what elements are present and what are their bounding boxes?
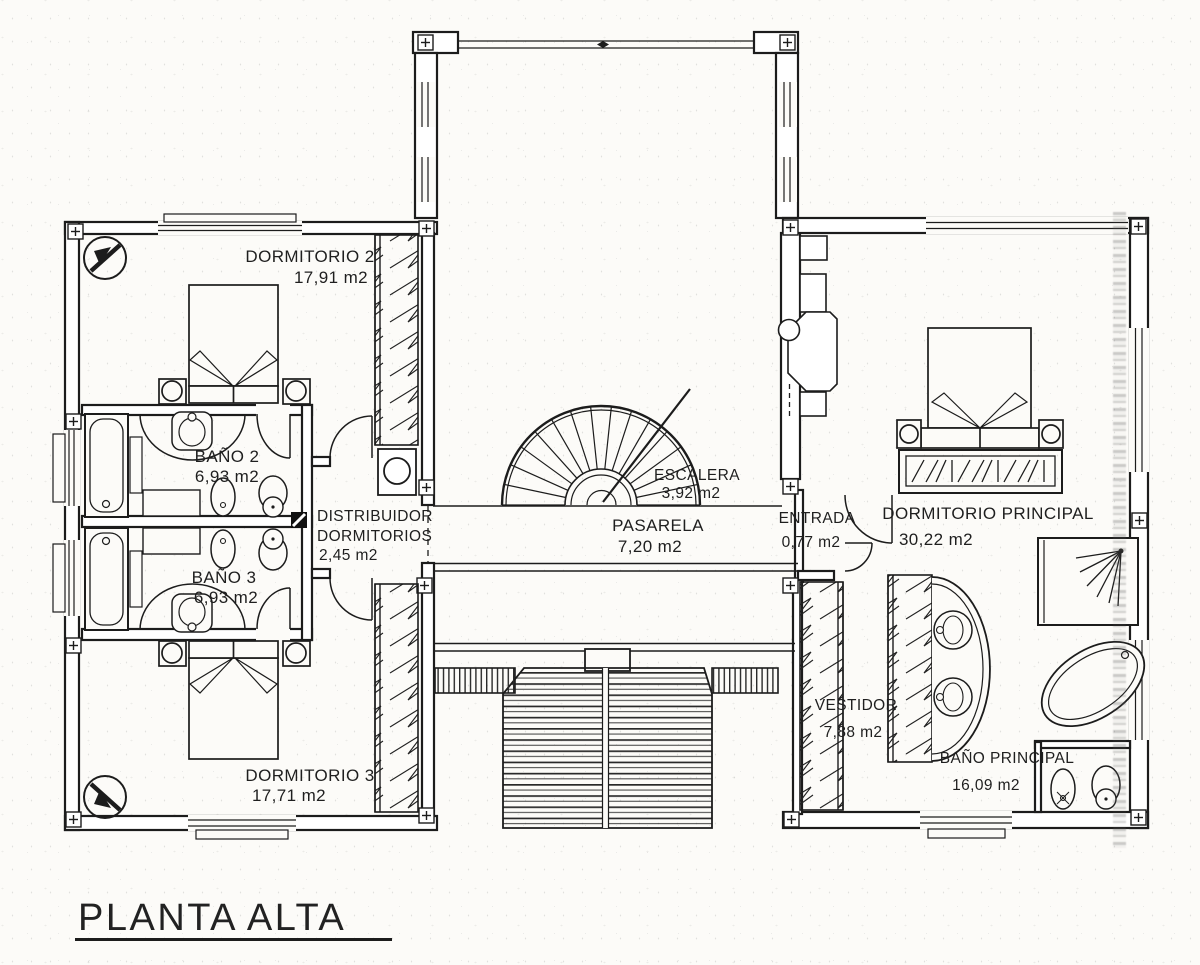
ceiling-symbol-dormitorio-3 xyxy=(83,775,127,819)
label-pasarela-area: 7,20 m2 xyxy=(618,537,682,556)
door-entrada-vestidor xyxy=(844,542,873,572)
wall-wc-compartment-north xyxy=(1033,739,1132,750)
label-bano-principal-area: 16,09 m2 xyxy=(952,777,1020,794)
window-sill xyxy=(52,433,66,503)
sink-bano-2 xyxy=(139,411,246,461)
label-dormitorio-principal-name: DORMITORIO PRINCIPAL xyxy=(882,504,1093,523)
label-vestidor-area: 7,88 m2 xyxy=(824,724,883,741)
title-underline xyxy=(75,938,392,941)
wardrobe-dormitorio-3 xyxy=(374,583,419,813)
door-openings xyxy=(256,403,290,642)
shower-spray-icon xyxy=(1075,548,1124,607)
label-dormitorio-3-name: DORMITORIO 3 xyxy=(245,766,374,785)
label-dormitorio-2-area: 17,91 m2 xyxy=(294,268,368,287)
bench-hatching xyxy=(911,459,1045,483)
shower-tray xyxy=(1037,537,1139,626)
ceiling-symbol-dormitorio-2 xyxy=(83,236,127,280)
bidet-bano-2 xyxy=(210,477,236,517)
toilet-bano-principal xyxy=(1091,765,1121,810)
sink-bano-3 xyxy=(139,583,246,633)
spiral-staircase xyxy=(500,388,702,506)
toilet-bano-2 xyxy=(258,475,288,518)
closet-distribuidor xyxy=(377,448,417,496)
sink-double-1 xyxy=(933,610,973,650)
wall-wc-compartment-west xyxy=(1033,740,1043,814)
label-dormitorio-3-area: 17,71 m2 xyxy=(252,786,326,805)
wall-stub-distribuidor-south xyxy=(310,567,332,580)
label-bano-3-area: 6,93 m2 xyxy=(194,588,258,607)
label-distribuidor-area: 2,45 m2 xyxy=(319,547,378,564)
bano-3-fixtures xyxy=(84,527,288,633)
vanity-cabinet xyxy=(142,489,201,517)
tub-drain xyxy=(1120,650,1130,660)
page-title: PLANTA ALTA xyxy=(78,897,346,939)
bano-2-fixtures xyxy=(84,411,288,518)
wall-corridor-east-lower xyxy=(420,561,436,818)
label-distribuidor-line1: DISTRIBUIDOR xyxy=(317,508,433,525)
label-distribuidor-line2: DORMITORIOS xyxy=(317,528,432,545)
label-bano-3-name: BAÑO 3 xyxy=(192,568,257,587)
pergola-roof xyxy=(434,667,779,829)
label-bano-principal-name: BAÑO PRINCIPAL xyxy=(940,750,1075,767)
bano-principal-fixtures xyxy=(931,537,1146,810)
wall-corridor-east-upper xyxy=(420,231,436,507)
label-pasarela-name: PASARELA xyxy=(612,516,704,535)
label-bano-2-name: BAÑO 2 xyxy=(195,447,260,466)
chimney-flue xyxy=(777,235,838,417)
window-sill xyxy=(163,213,297,223)
doors xyxy=(256,413,893,630)
drawing-title-block: PLANTA ALTA xyxy=(75,897,392,941)
vanity-cabinet xyxy=(142,527,201,555)
label-entrada-area: 0,77 m2 xyxy=(782,534,841,551)
label-dormitorio-principal-area: 30,22 m2 xyxy=(899,530,973,549)
sink-double-2 xyxy=(933,677,973,717)
vent-duct xyxy=(291,512,307,528)
wall-left-wing-west xyxy=(63,220,81,832)
corner-plus-markers xyxy=(65,34,1148,828)
window-sill xyxy=(927,828,1006,839)
room-labels: DORMITORIO 2 17,91 m2 BAÑO 2 6,93 m2 BAÑ… xyxy=(192,247,1094,805)
wardrobes xyxy=(374,234,933,813)
wall-vestidor-north xyxy=(796,569,836,582)
door-bano-2 xyxy=(256,413,291,459)
stair-direction-line xyxy=(602,388,691,503)
label-dormitorio-2-name: DORMITORIO 2 xyxy=(245,247,374,266)
vanity-counter xyxy=(931,576,991,762)
door-distribuidor-north xyxy=(329,415,373,459)
bidet-bano-3 xyxy=(210,529,236,569)
wardrobe-dormitorio-2 xyxy=(374,234,419,446)
bed-dormitorio-2 xyxy=(158,284,311,405)
slat-strip-right xyxy=(711,667,779,694)
door-distribuidor-south xyxy=(329,577,373,621)
label-vestidor-name: VESTIDOR xyxy=(815,697,897,714)
label-escalera-area: 3,92 m2 xyxy=(662,485,721,502)
bench-master xyxy=(898,449,1063,494)
label-escalera-name: ESCALERA xyxy=(654,467,740,484)
door-bano-3 xyxy=(256,587,291,630)
stair-treads xyxy=(502,406,700,506)
bidet-bano-principal xyxy=(1050,768,1076,810)
door-entrada-master xyxy=(844,494,893,544)
bed-dormitorio-3 xyxy=(158,640,311,760)
label-entrada-name: ENTRADA xyxy=(779,510,856,527)
label-bano-2-area: 6,93 m2 xyxy=(195,467,259,486)
slat-strip-left xyxy=(434,667,516,694)
bathtub-oval xyxy=(1040,640,1146,728)
window-sill xyxy=(52,543,66,613)
window-sill xyxy=(195,829,289,840)
toilet-bano-3 xyxy=(258,528,288,571)
wardrobe-vestidor-left xyxy=(799,581,844,811)
wardrobe-vestidor-right xyxy=(887,574,933,763)
wall-stub-distribuidor-north xyxy=(310,455,332,468)
bed-master xyxy=(896,327,1064,449)
water-heater-icon xyxy=(383,457,411,485)
window-mullion-mark xyxy=(597,41,609,48)
